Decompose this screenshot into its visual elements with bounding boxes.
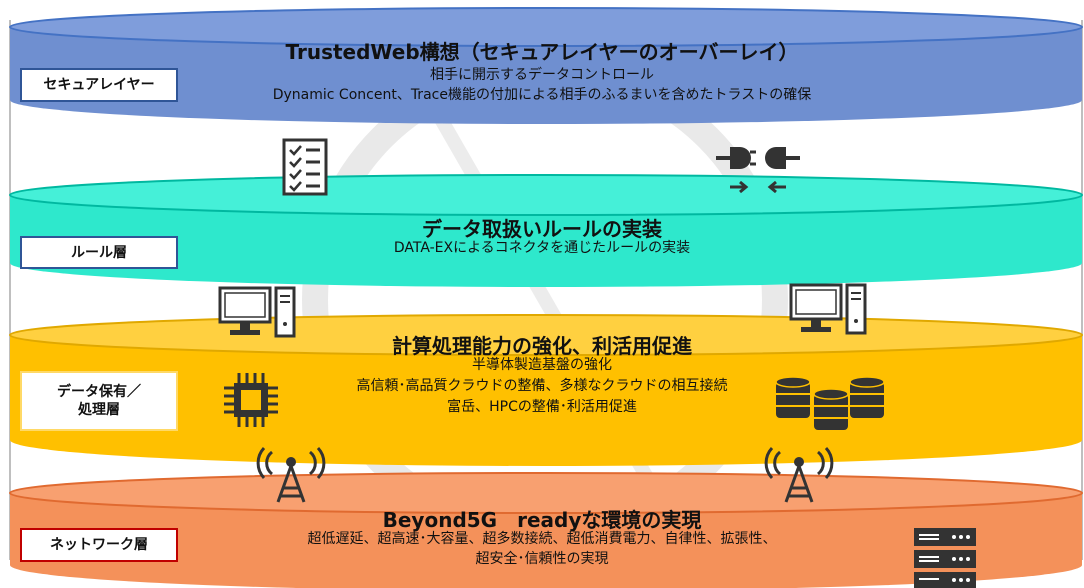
desktop-computer-icon-right xyxy=(789,283,867,335)
data-layer-label: データ保有／ 処理層 xyxy=(20,371,178,431)
rule-layer-line-1: DATA-EXによるコネクタを通じたルールの実装 xyxy=(393,240,691,256)
data-layer-line-3: 富岳、HPCの整備･利活用促進 xyxy=(447,399,637,415)
desktop-computer-icon-left xyxy=(218,286,296,338)
data-layer-line-2: 高信頼･高品質クラウドの整備、多様なクラウドの相互接続 xyxy=(356,378,728,394)
database-stack-icon xyxy=(775,376,885,430)
network-layer-label: ネットワーク層 xyxy=(20,528,178,562)
server-rack-icon xyxy=(914,528,976,588)
network-layer-title: Beyond5G readyな環境の実現 xyxy=(382,508,702,532)
data-layer-label-line-2: 処理層 xyxy=(78,402,120,418)
antenna-tower-icon-left xyxy=(256,446,326,503)
network-layer-disc xyxy=(9,472,1083,588)
rule-layer-disc xyxy=(9,174,1083,287)
rule-layer-label: ルール層 xyxy=(20,236,178,269)
data-layer-label-line-1: データ保有／ xyxy=(57,384,141,400)
secure-layer-line-2: Dynamic Concent、Trace機能の付加による相手のふるまいを含めた… xyxy=(272,87,812,103)
cpu-chip-icon xyxy=(224,373,278,427)
secure-layer-line-1: 相手に開示するデータコントロール xyxy=(430,67,654,83)
antenna-tower-icon-right xyxy=(764,446,834,503)
plug-connect-icon xyxy=(716,147,800,194)
network-layer-line-2: 超安全･信頼性の実現 xyxy=(475,551,609,567)
secure-layer-label: セキュアレイヤー xyxy=(20,68,178,102)
rule-layer-title: データ取扱いルールの実装 xyxy=(422,217,662,241)
data-layer-title: 計算処理能力の強化、利活用促進 xyxy=(392,334,692,358)
data-layer-line-1: 半導体製造基盤の強化 xyxy=(472,357,612,373)
secure-layer-disc xyxy=(9,7,1083,124)
secure-layer-title: TrustedWeb構想（セキュアレイヤーのオーバーレイ） xyxy=(285,40,799,64)
checklist-icon xyxy=(282,138,328,196)
network-layer-line-1: 超低遅延、超高速･大容量、超多数接続、超低消費電力、自律性、拡張性、 xyxy=(307,531,777,547)
